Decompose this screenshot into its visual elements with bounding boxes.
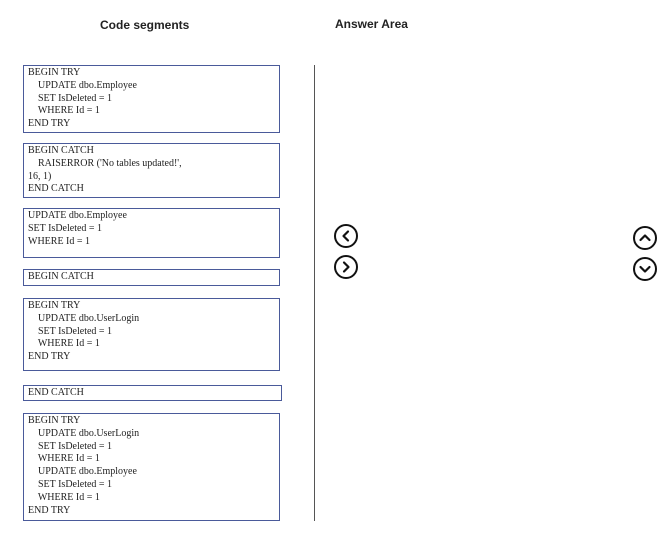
code-segment-2[interactable]: BEGIN CATCH RAISERROR ('No tables update…: [23, 143, 280, 198]
code-segment-3[interactable]: UPDATE dbo.Employee SET IsDeleted = 1 WH…: [23, 208, 280, 258]
chevron-right-icon: [342, 261, 350, 273]
panel-divider: [314, 65, 315, 521]
code-segment-text: BEGIN CATCH: [28, 271, 94, 282]
chevron-left-icon: [342, 230, 350, 242]
code-segments-header: Code segments: [100, 18, 190, 32]
code-segment-text: BEGIN TRY UPDATE dbo.Employee SET IsDele…: [28, 67, 137, 130]
chevron-up-icon: [639, 234, 651, 242]
move-right-button[interactable]: [334, 255, 358, 279]
code-segment-7[interactable]: BEGIN TRY UPDATE dbo.UserLogin SET IsDel…: [23, 413, 280, 521]
code-segment-5[interactable]: BEGIN TRY UPDATE dbo.UserLogin SET IsDel…: [23, 298, 280, 371]
code-segment-text: UPDATE dbo.Employee SET IsDeleted = 1 WH…: [28, 210, 127, 247]
move-down-button[interactable]: [633, 257, 657, 281]
code-segment-text: BEGIN TRY UPDATE dbo.UserLogin SET IsDel…: [28, 300, 140, 363]
code-segment-6[interactable]: END CATCH: [23, 385, 282, 401]
chevron-down-icon: [639, 265, 651, 273]
code-segment-text: END CATCH: [28, 387, 84, 398]
move-up-button[interactable]: [633, 226, 657, 250]
code-segment-text: BEGIN TRY UPDATE dbo.UserLogin SET IsDel…: [28, 415, 140, 516]
code-segment-text: BEGIN CATCH RAISERROR ('No tables update…: [28, 145, 182, 195]
answer-area-header: Answer Area: [335, 17, 408, 31]
code-segment-1[interactable]: BEGIN TRY UPDATE dbo.Employee SET IsDele…: [23, 65, 280, 133]
move-left-button[interactable]: [334, 224, 358, 248]
code-segment-4[interactable]: BEGIN CATCH: [23, 269, 280, 286]
